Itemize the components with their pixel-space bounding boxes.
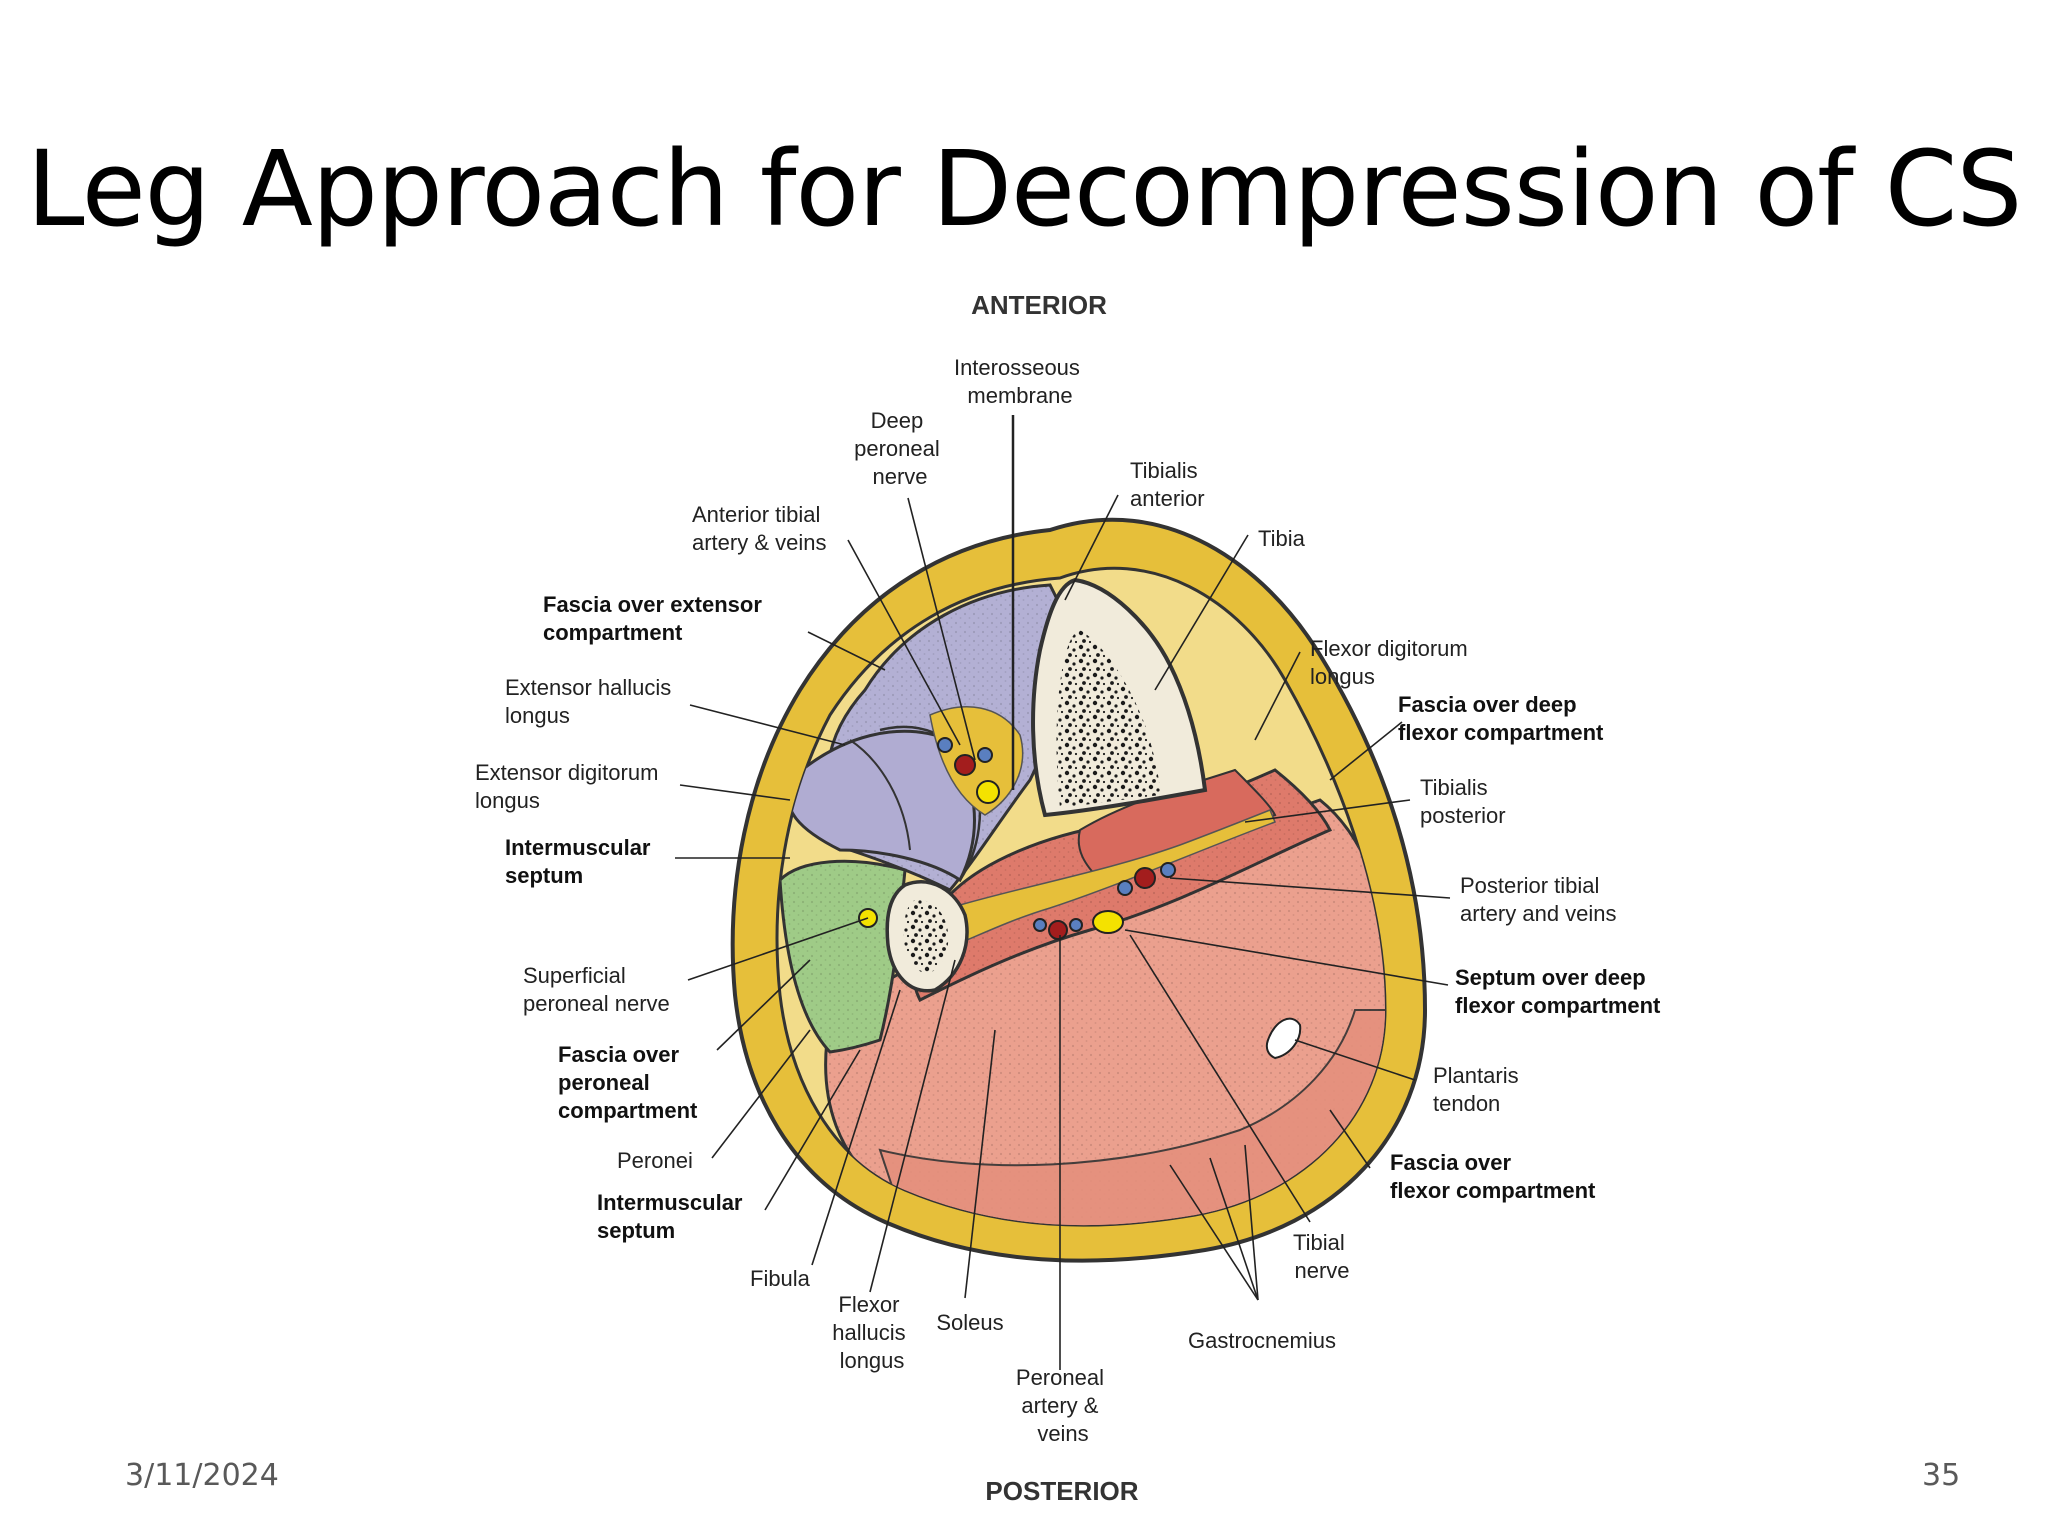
label-soleus: Soleus (936, 1310, 1003, 1335)
label-tibia: Tibia (1258, 526, 1306, 551)
tibial-nerve-marker (1092, 910, 1124, 934)
extensor-digitorum-muscle (785, 729, 976, 883)
label-fascia-extensor: Fascia over extensor compartment (543, 592, 768, 645)
label-peroneal-artery: Peroneal artery & veins (1016, 1365, 1110, 1446)
posterior-tibial-vessels (1117, 862, 1176, 896)
plantaris-tendon-marker (1265, 1017, 1302, 1060)
label-deep-peroneal-nerve: Deep peroneal nerve (854, 408, 946, 489)
label-anterior: ANTERIOR (971, 290, 1107, 320)
label-intermuscular-septum-lower: Intermuscular septum (597, 1190, 749, 1243)
label-extensor-hallucis-longus: Extensor hallucis longus (505, 675, 677, 728)
label-tibialis-posterior: Tibialis posterior (1420, 775, 1506, 828)
leader-lines (675, 494, 1451, 1370)
label-tibial-nerve: Tibial nerve (1293, 1230, 1351, 1283)
gastrocnemius-layer (878, 1009, 1385, 1226)
label-intermuscular-septum-upper: Intermuscular septum (505, 835, 657, 888)
label-flexor-digitorum-longus: Flexor digitorum longus (1310, 636, 1474, 689)
label-anterior-tibial-artery: Anterior tibial artery & veins (692, 502, 827, 555)
label-fascia-flexor: Fascia over flexor compartment (1390, 1150, 1596, 1203)
label-posterior-tibial-artery: Posterior tibial artery and veins (1460, 873, 1617, 926)
label-fibula: Fibula (750, 1266, 811, 1291)
label-posterior: POSTERIOR (985, 1476, 1138, 1506)
label-superficial-peroneal-nerve: Superficial peroneal nerve (523, 963, 670, 1016)
label-extensor-digitorum-longus: Extensor digitorum longus (475, 760, 665, 813)
peroneal-vessels (1033, 918, 1083, 940)
slide-date: 3/11/2024 (125, 1458, 279, 1493)
label-flexor-hallucis-longus: Flexor hallucis longus (832, 1292, 912, 1373)
posterior-neurovascular-fat (954, 809, 1276, 947)
label-septum-deep-flexor: Septum over deep flexor compartment (1455, 965, 1661, 1018)
label-gastrocnemius: Gastrocnemius (1188, 1328, 1336, 1353)
deep-peroneal-nerve-marker (976, 780, 1000, 804)
anterior-tibial-vessels (937, 737, 993, 776)
label-interosseous-membrane: Interosseous membrane (954, 355, 1086, 408)
label-plantaris-tendon: Plantaris tendon (1433, 1063, 1525, 1116)
label-peronei: Peronei (617, 1148, 693, 1173)
slide-title: Leg Approach for Decompression of CS (26, 128, 2023, 250)
slide-page-number: 35 (1922, 1458, 1961, 1493)
label-tibialis-anterior: Tibialis anterior (1130, 458, 1205, 511)
label-fascia-peroneal: Fascia over peroneal compartment (558, 1042, 698, 1123)
label-fascia-deep-flexor: Fascia over deep flexor compartment (1398, 692, 1604, 745)
